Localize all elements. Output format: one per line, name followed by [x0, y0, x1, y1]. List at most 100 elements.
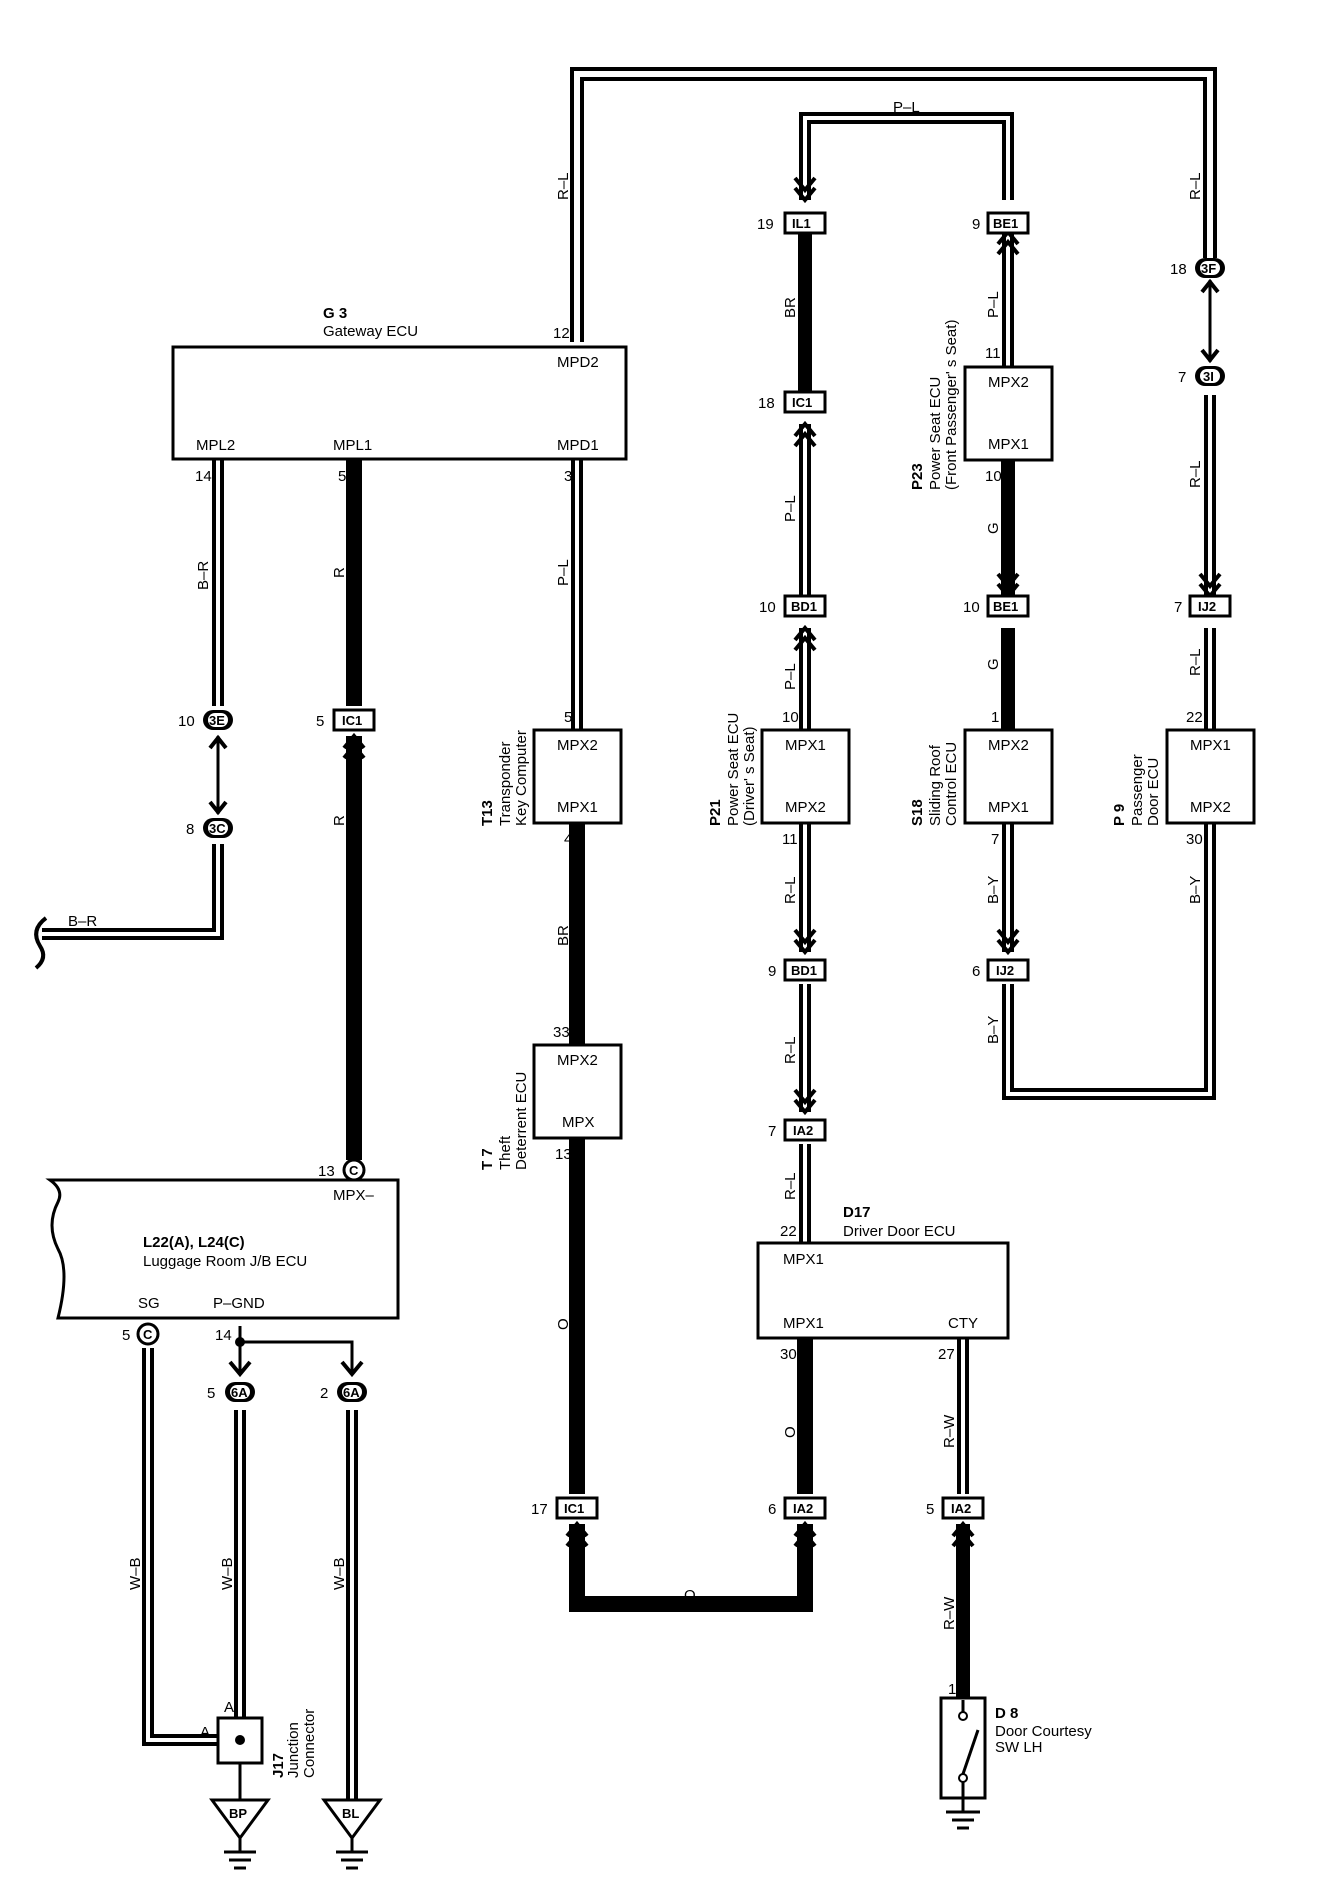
p9-pin-top: MPX1 [1190, 737, 1231, 754]
p9-name-1: Passenger [1129, 754, 1146, 826]
t13-name-2: Key Computer [513, 730, 530, 826]
p9-pin-bottom: MPX2 [1190, 799, 1231, 816]
d17-pin-num-bottom-left: 30 [780, 1346, 797, 1363]
wire-label-r-l-top-left: R–L [555, 172, 572, 200]
conn-bd1-low-pin: 9 [768, 963, 776, 980]
junction-3f-pin: 18 [1170, 261, 1187, 278]
wire-label-r-w-upper: R–W [941, 1414, 958, 1448]
s18-name-1: Sliding Roof [927, 744, 944, 826]
g3-id: G 3 [323, 305, 347, 322]
wire-label-o-d17: O [782, 1426, 799, 1438]
wire-label-w-b-1: W–B [127, 1557, 144, 1590]
g3-gateway-ecu-box [171, 345, 628, 461]
d8-pin-number: 1 [948, 1681, 956, 1698]
wire-label-br-il1: BR [782, 297, 799, 318]
conn-bd1-low-label: BD1 [791, 963, 817, 978]
d8-name-2: SW LH [995, 1739, 1043, 1756]
l22-conn-sg: C [143, 1327, 153, 1342]
wire-label-w-b-2: W–B [219, 1557, 236, 1590]
p21-id: P21 [707, 799, 724, 826]
t7-pin-num-bottom: 13 [555, 1146, 572, 1163]
wire-p-gnd-tap [238, 1326, 354, 1374]
j17-name-1: Junction [285, 1722, 302, 1778]
l22-pin-num-sg: 5 [122, 1327, 130, 1344]
l22-box [45, 1178, 400, 1320]
p9-id: P 9 [1111, 804, 1128, 826]
t7-pin-top: MPX2 [557, 1052, 598, 1069]
l22-pin-pgnd: P–GND [213, 1295, 265, 1312]
conn-be1-mid-pin: 10 [963, 599, 980, 616]
g3-pin-mpl2: MPL2 [196, 437, 235, 454]
d17-pin-num-top: 22 [780, 1223, 797, 1240]
g3-pin-mpd2: MPD2 [557, 354, 599, 371]
conn-ic1-mid-label: IC1 [792, 395, 812, 410]
wire-label-br-t13: BR [555, 925, 572, 946]
wire-label-r-l-3i: R–L [1187, 460, 1204, 488]
p21-pin-top: MPX1 [785, 737, 826, 754]
g3-pin-num-mpl1: 5 [338, 468, 346, 485]
junction-3e-pin: 10 [178, 713, 195, 730]
s18-id: S18 [909, 799, 926, 826]
wire-label-r-l-ia2a: R–L [782, 1036, 799, 1064]
conn-il1-label: IL1 [792, 216, 811, 231]
conn-be1-top-label: BE1 [993, 216, 1018, 231]
ground-bl-label: BL [342, 1806, 359, 1821]
d8-id: D 8 [995, 1705, 1018, 1722]
p23-pin-num-top: 11 [985, 345, 1001, 362]
conn-ic1-bot-pin: 17 [531, 1501, 548, 1518]
l22-pin-sg: SG [138, 1295, 160, 1312]
p9-box [1165, 728, 1256, 825]
wire-label-o-t7: O [555, 1318, 572, 1330]
wire-label-w-b-3: W–B [331, 1557, 348, 1590]
conn-be1-top-pin: 9 [972, 216, 980, 233]
p23-pin-top: MPX2 [988, 374, 1029, 391]
wire-label-g-p23: G [985, 522, 1002, 534]
wire-label-r-mpl1: R [331, 567, 348, 578]
d17-pin-top: MPX1 [783, 1251, 824, 1268]
p21-box [760, 728, 851, 825]
p23-id: P23 [909, 463, 926, 490]
g3-pin-num-mpd2: 12 [553, 325, 570, 342]
p21-pin-bottom: MPX2 [785, 799, 826, 816]
wire-b-r-lower [42, 844, 224, 940]
p23-box [963, 365, 1054, 462]
j17-name-2: Connector [301, 1709, 318, 1778]
p23-name-1: Power Seat ECU [927, 377, 944, 490]
t13-pin-bottom: MPX1 [557, 799, 598, 816]
conn-ij2-top-label: IJ2 [1198, 599, 1216, 614]
p21-pin-num-top: 10 [782, 709, 799, 726]
t13-pin-top: MPX2 [557, 737, 598, 754]
junction-3c-label: 3C [209, 821, 226, 836]
g3-pin-mpl1: MPL1 [333, 437, 372, 454]
wire-o-bottom [569, 1524, 813, 1612]
l22-id: L22(A), L24(C) [143, 1234, 245, 1251]
j17-pin-a-top: A [224, 1699, 234, 1716]
wire-label-r-l-ia2b: R–L [782, 1172, 799, 1200]
conn-ia2-top-pin: 7 [768, 1123, 776, 1140]
g3-pin-mpd1: MPD1 [557, 437, 599, 454]
wire-label-b-r-lower: B–R [68, 913, 97, 930]
t7-id: T 7 [479, 1148, 496, 1170]
t7-box [532, 1043, 623, 1140]
t13-pin-num-bottom: 4 [564, 831, 572, 848]
wire-label-b-y-s18: B–Y [985, 876, 1002, 904]
d17-pin-num-bottom-right: 27 [938, 1346, 955, 1363]
l22-name: Luggage Room J/B ECU [143, 1253, 307, 1270]
wire-label-b-y-p9: B–Y [1187, 876, 1204, 904]
junction-3c-pin: 8 [186, 821, 194, 838]
conn-il1-pin: 19 [757, 216, 774, 233]
d17-box [756, 1241, 1010, 1340]
wire-label-p-l-p23: P–L [985, 291, 1002, 318]
g3-pin-num-mpl2: 14 [195, 468, 212, 485]
junction-6a-right-pin: 2 [320, 1385, 328, 1402]
p9-name-2: Door ECU [1145, 758, 1162, 826]
ground-lines [224, 1838, 368, 1870]
wire-label-p-l-ic1: P–L [782, 495, 799, 522]
wire-label-g-s18: G [985, 658, 1002, 670]
t13-box [532, 728, 623, 825]
s18-pin-num-top: 1 [991, 709, 999, 726]
p23-pin-bottom: MPX1 [988, 436, 1029, 453]
junction-3f-label: 3F [1201, 261, 1216, 276]
ground-bp-label: BP [229, 1806, 247, 1821]
